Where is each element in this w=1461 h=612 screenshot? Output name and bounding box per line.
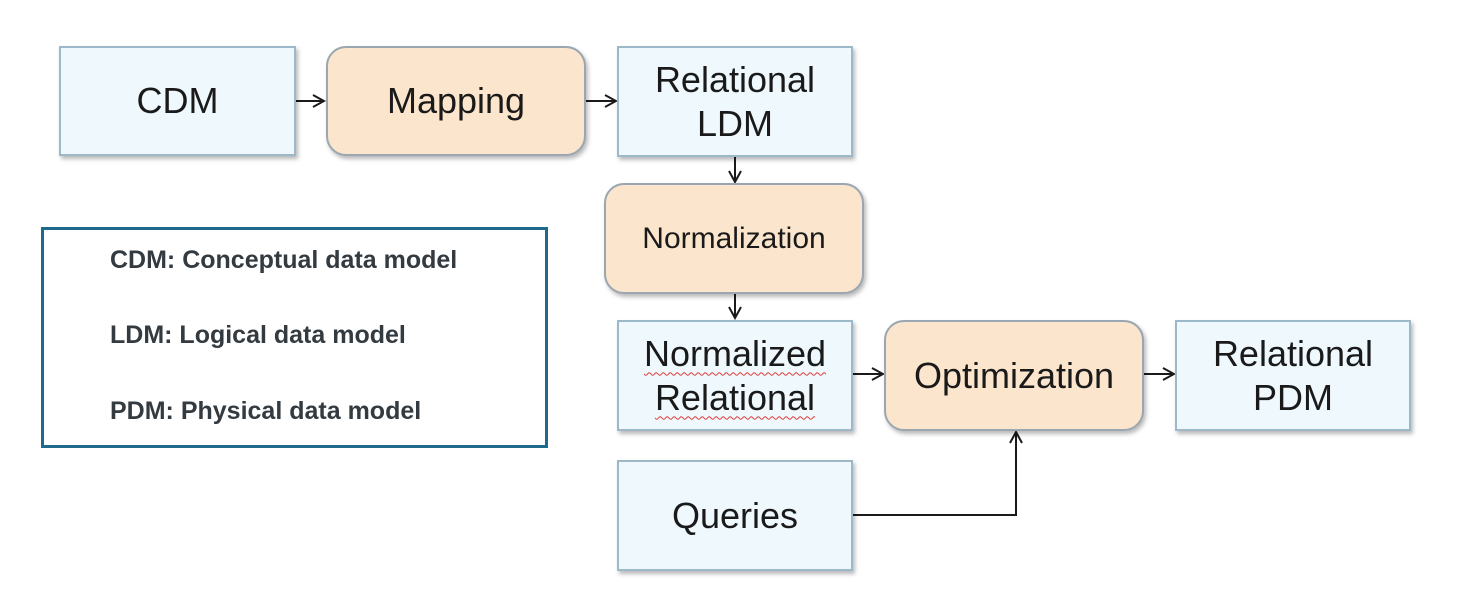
- node-queries-label: Queries: [671, 494, 799, 536]
- node-normalized-relational-line1: Normalized: [643, 332, 827, 374]
- node-optimization: Optimization: [884, 320, 1144, 431]
- node-relational-pdm-line2: PDM: [1252, 376, 1333, 418]
- node-relational-ldm-line1: Relational: [654, 58, 816, 100]
- node-relational-ldm: Relational LDM: [617, 46, 853, 157]
- node-relational-pdm: Relational PDM: [1175, 320, 1411, 431]
- legend-item-ldm: LDM: Logical data model: [110, 321, 406, 349]
- legend-item-pdm: PDM: Physical data model: [110, 397, 422, 425]
- node-cdm-label: CDM: [136, 80, 219, 121]
- node-optimization-label: Optimization: [913, 354, 1115, 396]
- arrow-queries-to-optimization: [853, 432, 1016, 516]
- node-mapping: Mapping: [326, 46, 586, 156]
- node-queries: Queries: [617, 460, 853, 571]
- node-normalized-relational: Normalized Relational: [617, 320, 853, 431]
- node-mapping-label: Mapping: [386, 80, 526, 121]
- node-cdm: CDM: [59, 46, 296, 156]
- node-normalization: Normalization: [604, 183, 864, 294]
- node-normalization-label: Normalization: [642, 221, 826, 255]
- legend-box: CDM: Conceptual data model LDM: Logical …: [41, 227, 548, 448]
- node-relational-pdm-line1: Relational: [1212, 332, 1374, 374]
- node-normalized-relational-line2: Relational: [654, 376, 816, 418]
- node-relational-ldm-line2: LDM: [696, 102, 773, 144]
- legend-item-cdm: CDM: Conceptual data model: [110, 246, 458, 274]
